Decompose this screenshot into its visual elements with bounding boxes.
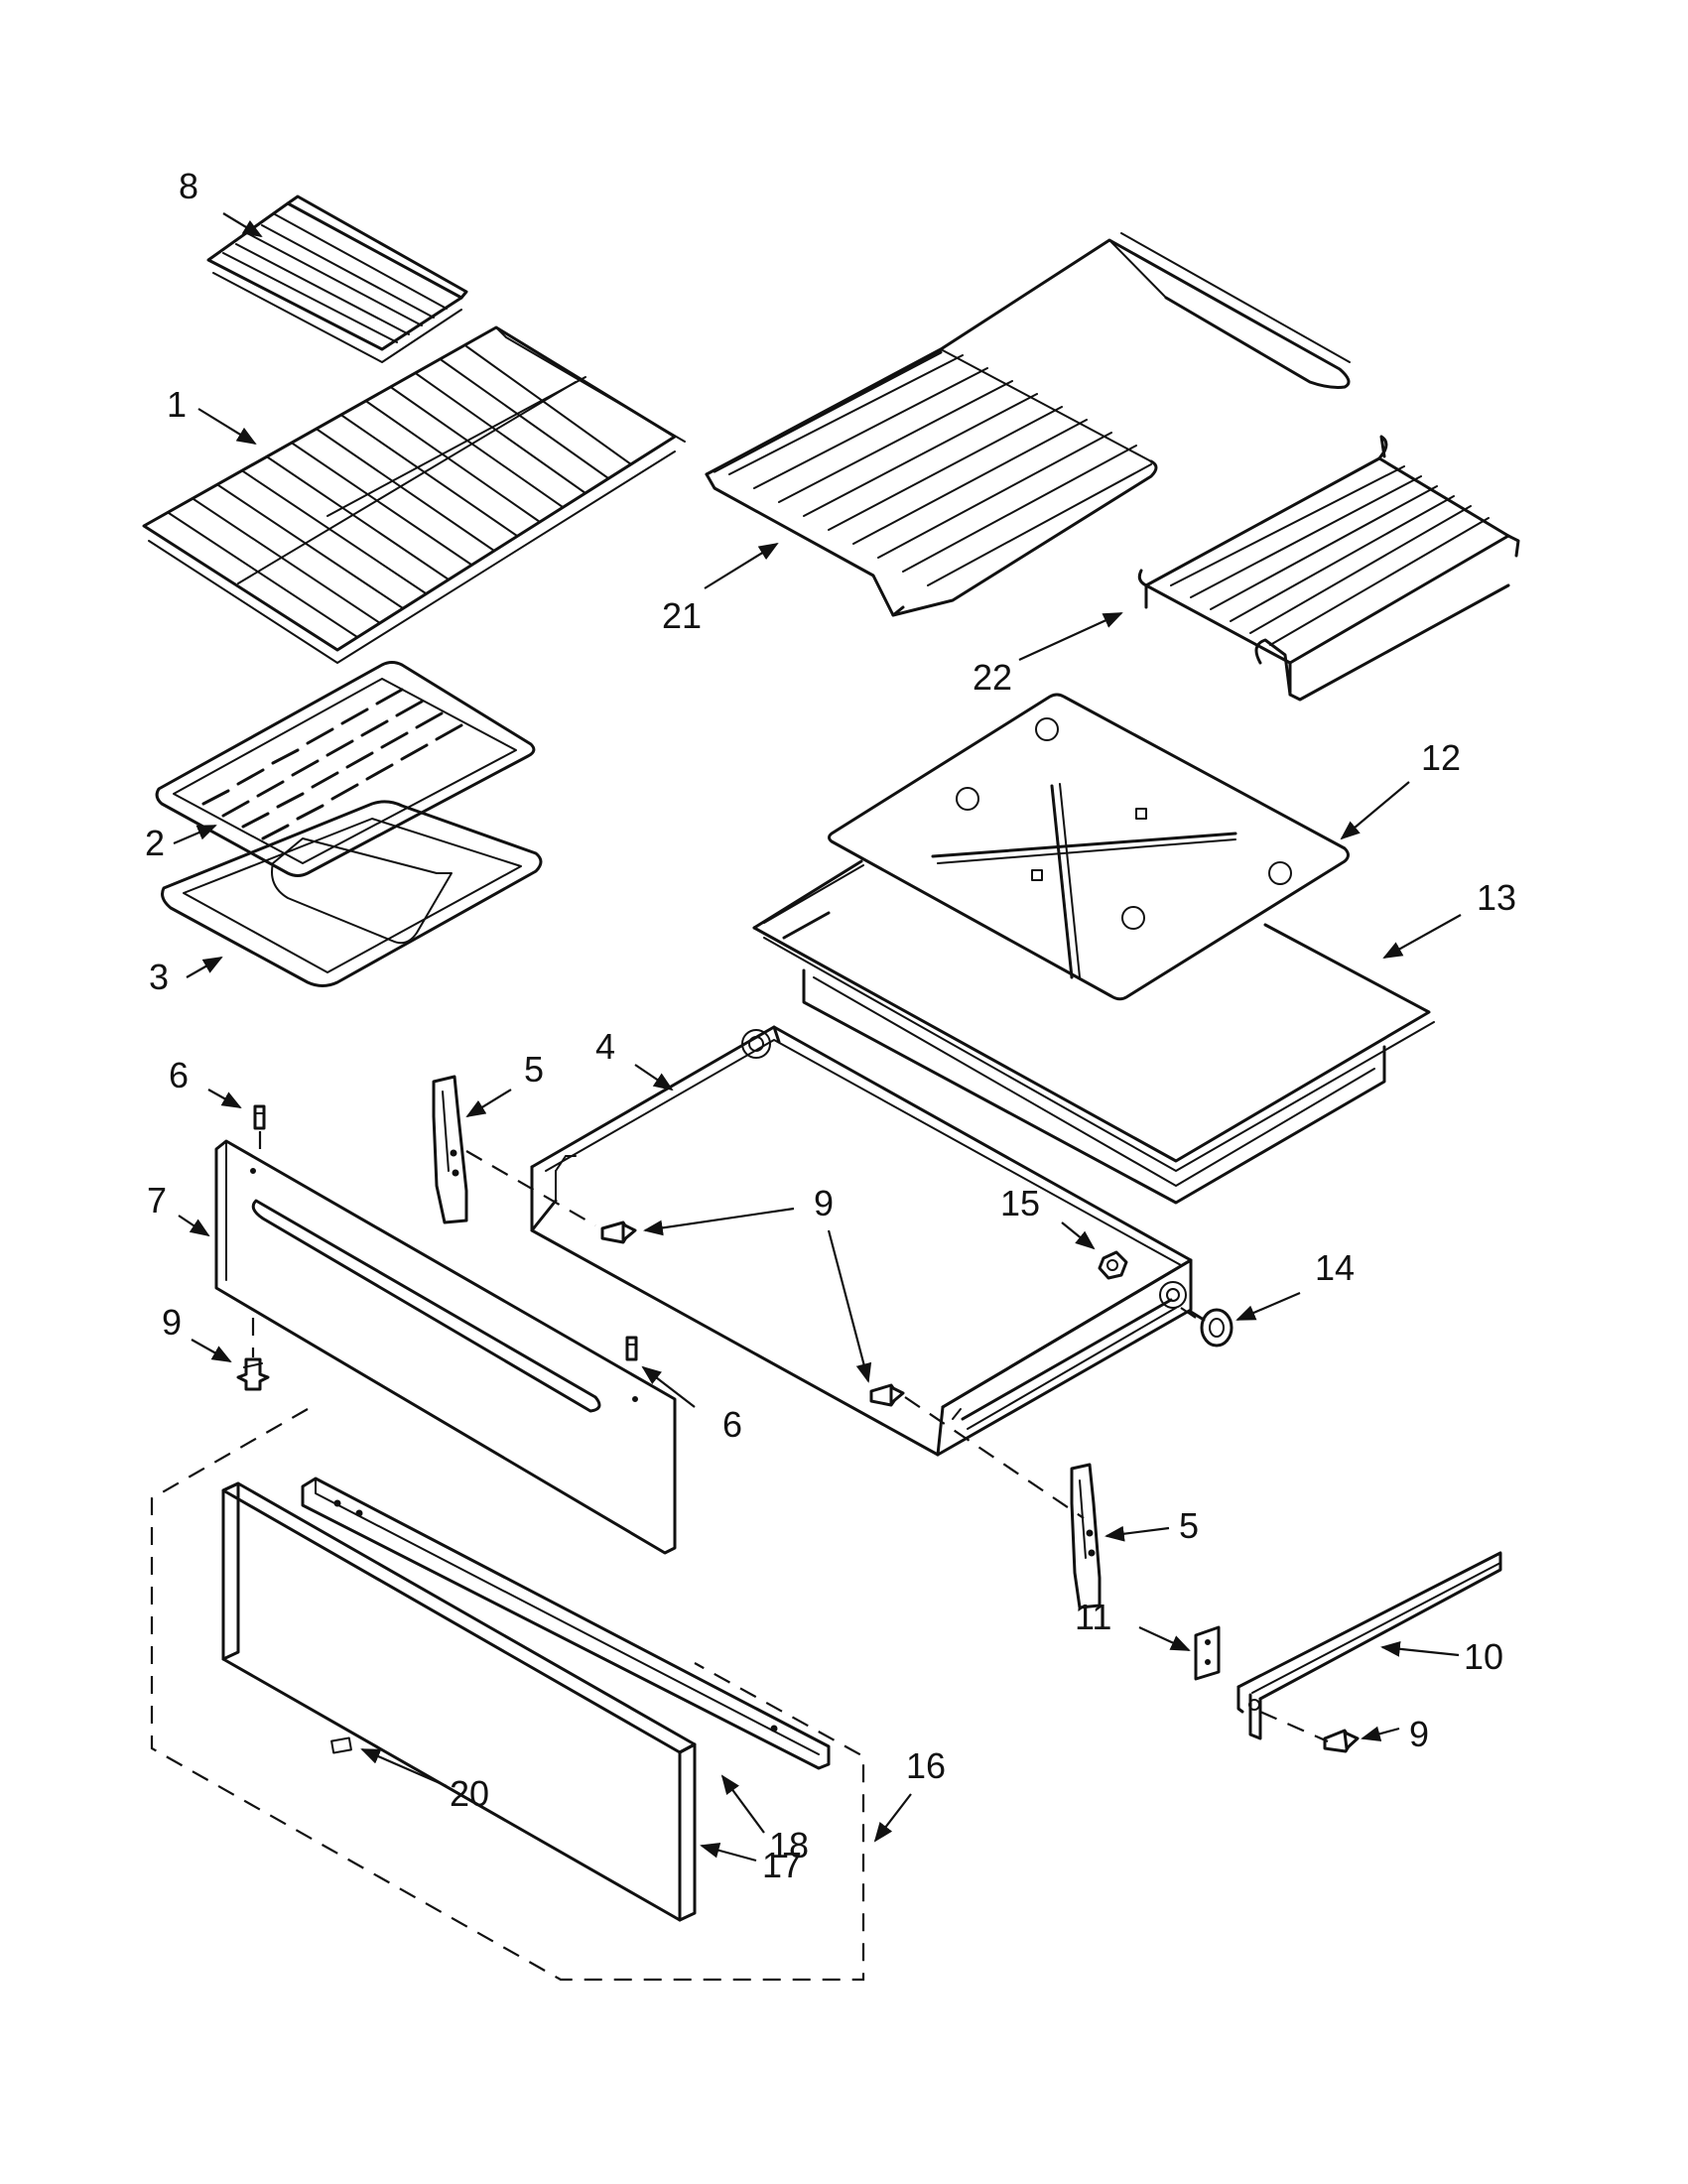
callout-8: 8 xyxy=(179,166,198,206)
wheel-part-14 xyxy=(1189,1308,1234,1348)
callout-9-rail: 9 xyxy=(1409,1714,1429,1754)
drawer-slide-part-5-lower xyxy=(1070,1463,1102,1609)
alignment-line-wheel xyxy=(1180,1307,1197,1319)
callout-9-left: 9 xyxy=(162,1302,182,1343)
callout-7: 7 xyxy=(147,1180,167,1220)
alignment-line-slide-upper xyxy=(465,1150,596,1226)
callout-22: 22 xyxy=(973,657,1012,698)
grill-plate-part-12 xyxy=(828,693,1350,1001)
drip-tray-part-13 xyxy=(752,859,1435,1205)
screw-part-9-left xyxy=(236,1357,270,1391)
callout-5-lower: 5 xyxy=(1179,1505,1199,1546)
callout-17: 17 xyxy=(762,1845,802,1885)
bracket-part-11 xyxy=(1194,1625,1221,1681)
trim-strip-part-18 xyxy=(301,1477,831,1770)
callout-10: 10 xyxy=(1464,1636,1503,1677)
drawer-panel-part-17 xyxy=(221,1481,697,1922)
callout-1: 1 xyxy=(167,384,187,425)
callout-18: 18 xyxy=(769,1825,809,1865)
callout-5-upper: 5 xyxy=(524,1049,544,1090)
drawer-body-part-4 xyxy=(530,1025,1193,1457)
assembly-boundary-part-16 xyxy=(150,1408,865,1982)
broiler-pan-part-3 xyxy=(161,800,543,987)
callout-4: 4 xyxy=(595,1026,615,1067)
screw-part-6-lower xyxy=(625,1336,638,1361)
small-rack-part-8 xyxy=(206,194,468,363)
alignment-line-rail-screw xyxy=(1259,1710,1329,1743)
alignment-line-slide-lower xyxy=(904,1396,1085,1519)
callout-6-lower: 6 xyxy=(722,1404,742,1445)
oven-rack-part-1 xyxy=(142,325,686,664)
callout-15: 15 xyxy=(1000,1183,1040,1223)
callout-21: 21 xyxy=(662,595,702,636)
callout-9-center: 9 xyxy=(814,1183,834,1223)
screw-part-9-rail xyxy=(1323,1729,1360,1753)
sliding-rack-part-21 xyxy=(705,232,1351,617)
rail-part-10 xyxy=(1236,1551,1502,1740)
callout-12: 12 xyxy=(1421,737,1461,778)
callout-20: 20 xyxy=(450,1773,489,1814)
callout-14: 14 xyxy=(1315,1247,1355,1288)
drawer-front-part-7 xyxy=(214,1139,677,1555)
drawer-slide-part-5-upper xyxy=(432,1075,468,1224)
callout-16: 16 xyxy=(906,1745,946,1786)
broiler-grid-part-2 xyxy=(155,661,536,877)
wire-shelf-part-22 xyxy=(1137,435,1520,702)
callout-11: 11 xyxy=(1075,1597,1111,1637)
callout-2: 2 xyxy=(145,823,165,863)
nut-part-15 xyxy=(1098,1250,1128,1280)
callout-3: 3 xyxy=(149,957,169,997)
callout-labels: 8 1 2 3 21 22 12 13 4 5 6 7 9 9 15 14 6 … xyxy=(145,166,1516,1885)
screw-part-9-drawer-left xyxy=(600,1220,637,1244)
callout-13: 13 xyxy=(1477,877,1516,918)
screw-part-6-upper xyxy=(253,1104,266,1130)
screw-part-9-drawer-right xyxy=(869,1383,905,1407)
callout-6-upper: 6 xyxy=(169,1055,189,1095)
leader-lines xyxy=(173,212,1462,1863)
